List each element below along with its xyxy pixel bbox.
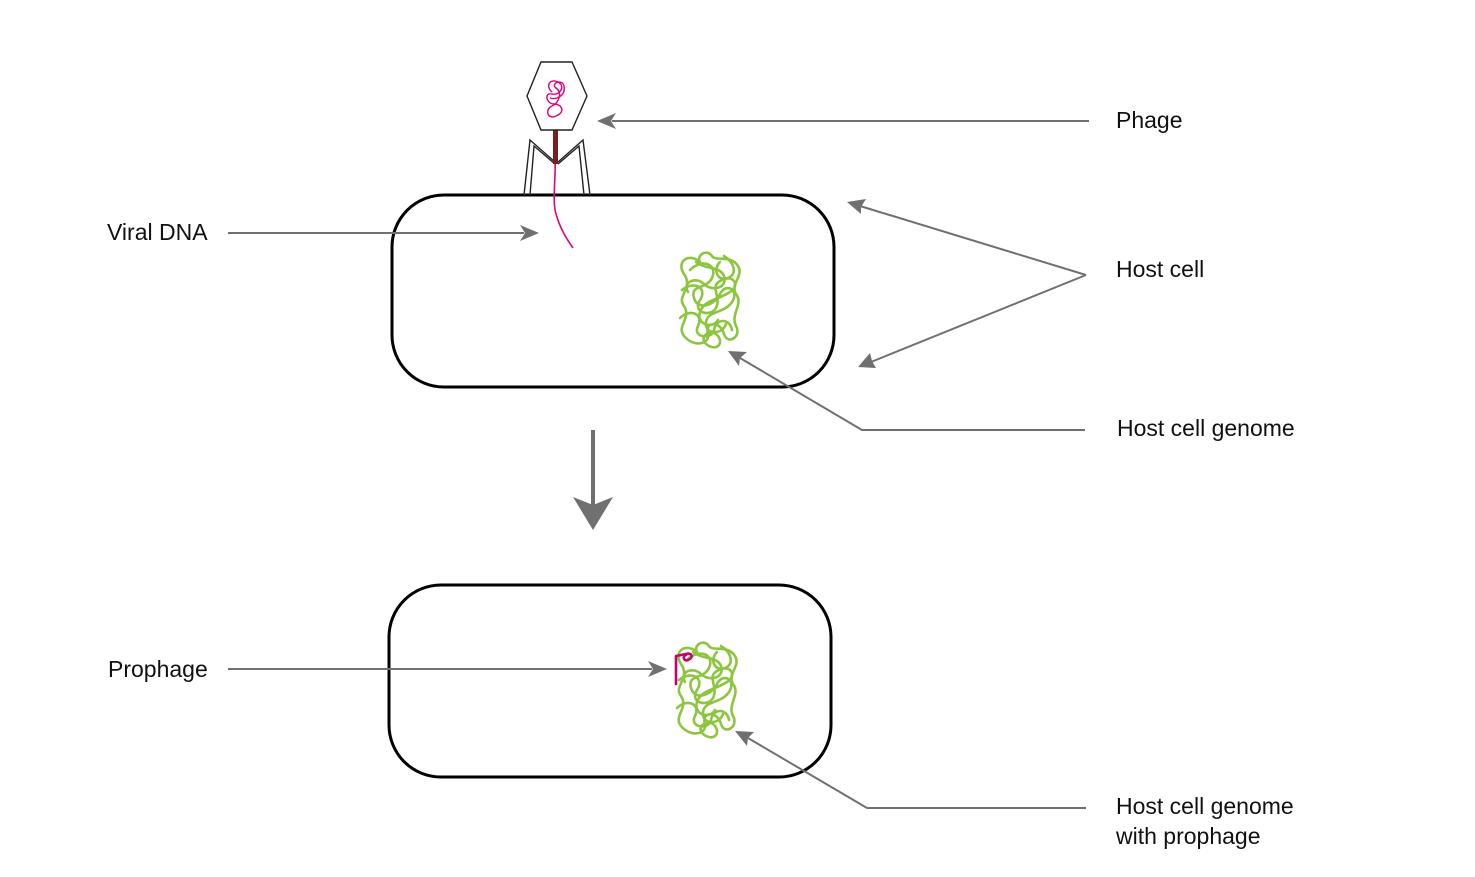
viral-dna-label: Viral DNA [107,219,208,245]
phage-head [526,61,588,131]
genome-with-prophage-label-line2: with prophage [1116,823,1261,849]
host-genome-top [678,251,741,349]
host-cell-genome-label: Host cell genome [1117,415,1295,441]
host-genome-pointer-head [728,351,747,366]
phage-dna [546,80,565,118]
prophage-pointer-head [648,661,667,677]
host-cell-pointer-head-upper [847,199,866,214]
host-cell-top [390,193,836,389]
host-genome-bottom [675,641,738,739]
host-cell-pointer-line-upper [859,205,1087,276]
host-cell-bottom [387,583,833,779]
phage-leg-right [557,138,591,196]
host-cell-pointer-line-lower [870,274,1087,363]
phage-leg-left [523,138,556,196]
process-arrow-head [573,497,613,530]
viral-dna-pointer-head [520,225,539,241]
prophage-label: Prophage [108,656,208,682]
genome-with-prophage-pointer-head [735,731,754,746]
host-genome-pointer-line [739,357,1085,431]
phage-label: Phage [1116,107,1183,133]
host-cell-pointer-head-lower [858,353,876,368]
host-cell-label: Host cell [1116,256,1205,282]
genome-with-prophage-label-line1: Host cell genome [1116,793,1294,819]
phage-pointer-head [597,113,616,129]
phage-tail [553,130,558,164]
prophage-segment [674,652,693,686]
genome-with-prophage-pointer-line [747,737,1086,809]
phage [523,61,591,196]
viral-dna-strand [553,159,574,249]
